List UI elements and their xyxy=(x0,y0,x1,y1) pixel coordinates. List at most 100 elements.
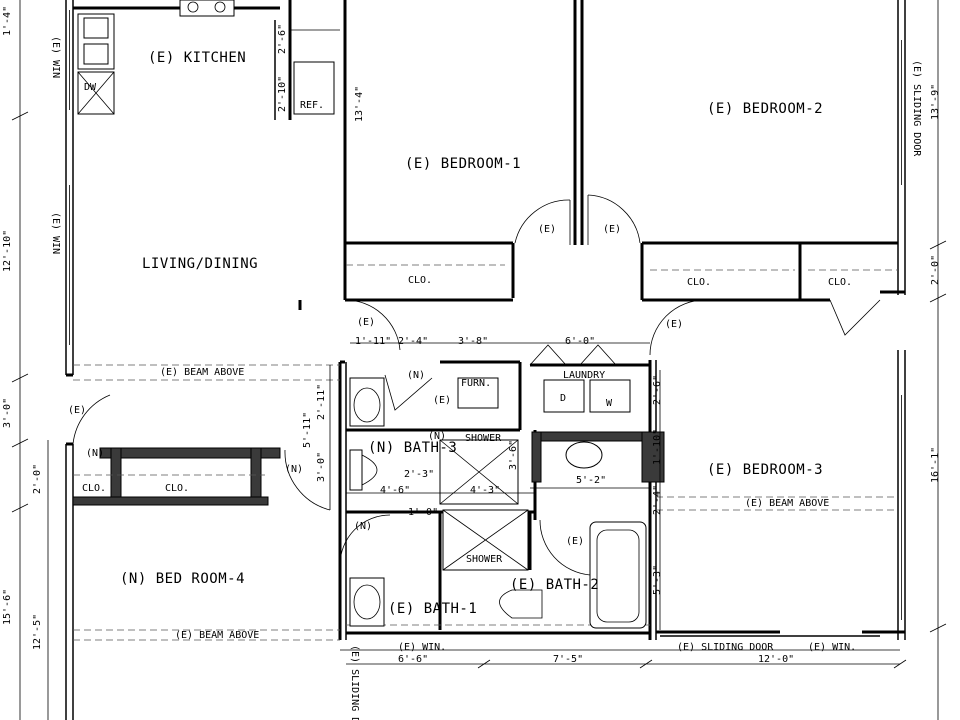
window-label-kitchen: (E) WIN xyxy=(50,36,61,78)
refrigerator xyxy=(293,61,335,115)
new-walls xyxy=(72,431,665,506)
doors xyxy=(72,194,881,576)
sliding-door-label-south: (E) SLIDING DOOR xyxy=(349,645,360,720)
sink-bowl xyxy=(83,43,109,65)
closet-label: CLO. xyxy=(408,275,432,286)
new-marker: (N) xyxy=(86,448,104,459)
dim-text: 12'-5" xyxy=(32,614,43,650)
dim-text: 5'-2" xyxy=(576,475,606,486)
new-wall-closet-end xyxy=(250,447,262,504)
dim-text: 2'-10" xyxy=(277,76,288,112)
room-bedroom1: (E) BEDROOM-1 xyxy=(405,156,521,172)
windows xyxy=(69,10,902,620)
sink-bowl xyxy=(83,17,109,39)
dim-text: 3'-0" xyxy=(316,452,327,482)
toilet-bath3 xyxy=(353,387,381,423)
room-bath1: (E) BATH-1 xyxy=(388,601,477,617)
toilet-bath3-n-tank xyxy=(349,449,363,491)
door-swing-bed4-closet[interactable] xyxy=(284,449,331,511)
laundry-doors[interactable] xyxy=(529,344,617,366)
dim-text: 3'-8" xyxy=(458,336,488,347)
walls xyxy=(65,0,906,720)
dimension-text: 1'-4" 12'-10" 3'-0" 2'-0" 15'-6" 12'-5" … xyxy=(2,6,941,665)
dim-text: 2'-0" xyxy=(32,464,43,494)
door-swing-bedroom1[interactable] xyxy=(514,199,571,244)
dim-text: 3'-0" xyxy=(2,398,13,428)
furnace-label: FURN. xyxy=(461,378,491,389)
toilet-bath1-bowl xyxy=(353,584,381,620)
dim-text: 1'-10" xyxy=(652,429,663,465)
existing-marker: (E) xyxy=(665,319,683,330)
door-swing-bedroom4[interactable] xyxy=(339,514,391,566)
dim-text: 2'-11" xyxy=(316,384,327,420)
dim-text: 15'-6" xyxy=(2,589,13,625)
dim-text: 4'-3" xyxy=(470,485,500,496)
ref-label: REF. xyxy=(300,100,324,111)
closet-door[interactable] xyxy=(829,299,881,336)
dim-tick xyxy=(893,659,907,669)
toilet-bath3-tank xyxy=(349,377,385,427)
window-label-living: (E) WIN xyxy=(50,212,61,254)
room-bath2: (E) BATH-2 xyxy=(510,577,599,593)
existing-marker: (E) xyxy=(68,405,86,416)
dim-text: 6'-0" xyxy=(565,336,595,347)
new-marker: (N) xyxy=(285,464,303,475)
dishwasher-mark xyxy=(77,71,115,115)
beam-label: (E) BEAM ABOVE xyxy=(745,498,829,509)
burner xyxy=(187,1,199,13)
new-wall-closet-divider xyxy=(110,447,122,504)
dryer-label: D xyxy=(560,393,566,404)
room-living-dining: LIVING/DINING xyxy=(142,256,258,272)
room-bedroom3: (E) BEDROOM-3 xyxy=(707,462,823,478)
shower-label: SHOWER xyxy=(466,554,503,565)
dim-tick xyxy=(11,503,29,513)
dim-text: 2'-4" xyxy=(398,336,428,347)
shower-x xyxy=(442,509,529,571)
new-marker: (N) xyxy=(407,370,425,381)
room-labels: (E) KITCHEN LIVING/DINING (E) BEDROOM-1 … xyxy=(120,50,823,617)
bathtub-inner xyxy=(596,529,640,623)
dryer xyxy=(543,379,585,413)
closet-label: CLO. xyxy=(165,483,189,494)
existing-marker: (E) xyxy=(566,536,584,547)
dim-tick xyxy=(929,623,947,633)
sliding-door-label-east: (E) SLIDING DOOR xyxy=(911,60,922,157)
dim-tick xyxy=(929,240,947,250)
dim-text: 1'-0" xyxy=(408,507,438,518)
door-swing-entry[interactable] xyxy=(72,394,111,445)
dim-text: 7'-5" xyxy=(553,654,583,665)
dim-text: 2'-4" xyxy=(652,485,663,515)
dimension-lines xyxy=(11,0,947,720)
beam-lines xyxy=(73,264,898,641)
closet-label: CLO. xyxy=(828,277,852,288)
dim-text: 6'-6" xyxy=(398,654,428,665)
burner xyxy=(214,1,226,13)
door-swing-bedroom2[interactable] xyxy=(587,194,641,244)
dim-tick xyxy=(11,373,29,383)
dim-tick xyxy=(477,659,491,669)
existing-marker: (E) xyxy=(433,395,451,406)
dim-text: 2'-6" xyxy=(652,375,663,405)
dim-text: 13'-4" xyxy=(354,86,365,122)
door-swing-bath2[interactable] xyxy=(539,519,591,576)
sliding-door-label: (E) SLIDING DOOR xyxy=(677,642,774,653)
window-label: (E) WIN. xyxy=(398,642,446,653)
new-wall-vanity-east xyxy=(641,431,665,483)
dim-text: 4'-6" xyxy=(380,485,410,496)
dim-text: 3'-6" xyxy=(508,440,519,470)
beam-label: (E) BEAM ABOVE xyxy=(160,367,244,378)
vanity-sink xyxy=(565,441,603,469)
door-swing-bedroom3[interactable] xyxy=(649,299,706,356)
existing-marker: (E) xyxy=(538,224,556,235)
room-bath3: (N) BATH-3 xyxy=(368,440,457,456)
door-swing-hall[interactable] xyxy=(344,299,401,351)
dim-tick xyxy=(929,293,947,303)
beam-label: (E) BEAM ABOVE xyxy=(175,630,259,641)
dim-text: 5'-11" xyxy=(302,412,313,448)
dim-text: 12'-10" xyxy=(2,230,13,272)
furnace xyxy=(457,377,499,409)
washer-label: W xyxy=(606,398,613,409)
door-swing-bath3[interactable] xyxy=(384,374,433,411)
new-marker: (N) xyxy=(428,431,446,442)
room-bedroom4: (N) BED ROOM-4 xyxy=(120,571,245,587)
